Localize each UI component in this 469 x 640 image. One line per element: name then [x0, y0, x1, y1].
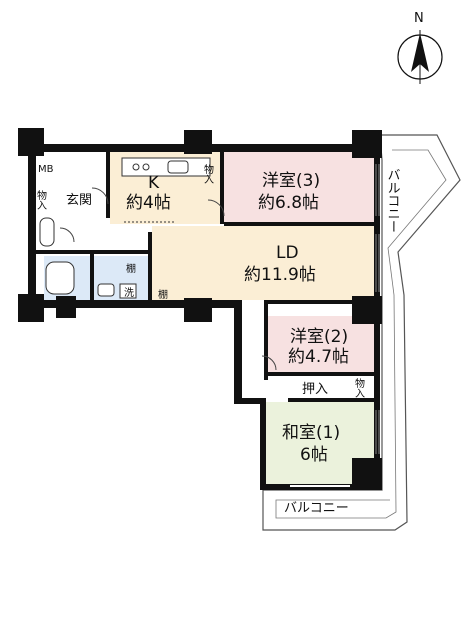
- wall-kitchen-left: [106, 152, 110, 218]
- door-swing-w2: [261, 355, 277, 371]
- door-swing-toilet: [59, 227, 75, 243]
- sink-icon: [167, 160, 189, 174]
- column-bl: [18, 294, 44, 322]
- western2-floor: [266, 316, 378, 372]
- wall-w3-bottom: [224, 222, 374, 226]
- door-swing-w3: [207, 199, 225, 217]
- japanese1-name: 和室(1): [282, 423, 340, 443]
- wall-ld-bottom: [266, 300, 376, 304]
- bathtub-icon: [45, 261, 75, 295]
- kitchen-size: 約4帖: [126, 193, 171, 213]
- shelf-label-bath: 棚: [126, 262, 136, 275]
- japanese1-size: 6帖: [300, 445, 328, 465]
- closet-floor: [290, 376, 348, 400]
- wall-w2-bottom: [264, 372, 376, 376]
- storage-label-w2: 物入: [353, 377, 365, 398]
- ld-name: LD: [276, 243, 299, 263]
- toilet-icon: [39, 217, 55, 247]
- walls: [18, 128, 382, 490]
- shelf-label-ld: 棚: [158, 288, 168, 301]
- stove-burner2-icon: [142, 163, 150, 171]
- wash-label: 洗: [124, 287, 134, 299]
- balcony-outline: [262, 134, 461, 531]
- corridor-floor: [238, 300, 266, 400]
- column-top-mid: [184, 130, 212, 154]
- small-labels: 玄関 MB 物入 物入 物入 棚 棚 洗 押入 バルコニー バルコニー: [35, 163, 401, 516]
- wall-bottom-left: [28, 300, 238, 308]
- windows: [290, 164, 380, 487]
- storage-label-kitchen: 物入: [202, 163, 214, 184]
- north-label: N: [414, 11, 424, 26]
- western3-floor: [224, 152, 378, 224]
- ld-floor: [152, 226, 378, 300]
- column-b-small: [56, 296, 76, 318]
- wall-k-w3: [220, 152, 224, 224]
- ld-size: 約11.9帖: [244, 265, 316, 285]
- room-labels: K 約4帖 洋室(3) 約6.8帖 LD 約11.9帖 洋室(2) 約4.7帖 …: [126, 171, 349, 465]
- wall-japanese-left: [260, 398, 266, 490]
- western3-size: 約6.8帖: [258, 193, 319, 213]
- mb-label: MB: [38, 164, 54, 175]
- fixtures: [39, 157, 277, 371]
- column-tl: [18, 128, 44, 156]
- compass: N: [397, 11, 443, 84]
- western2-name: 洋室(2): [290, 327, 348, 347]
- balcony-label-right: バルコニー: [385, 168, 401, 233]
- balcony-label-bottom: バルコニー: [284, 501, 349, 516]
- kitchen-name: K: [148, 173, 160, 193]
- storage-label-entry: 物入: [35, 189, 47, 210]
- balcony-inner-line: [275, 149, 447, 519]
- column-bottom-mid: [184, 298, 212, 322]
- room-floors: [36, 152, 378, 484]
- entrance-label: 玄関: [66, 193, 92, 208]
- balconies: [262, 134, 461, 531]
- wall-wash-right: [148, 232, 152, 302]
- wall-corridor: [234, 300, 242, 404]
- wall-bath-divider: [90, 254, 94, 302]
- door-swing-entry: [91, 187, 109, 205]
- north-arrow-icon: [411, 33, 429, 72]
- wall-bath-top: [36, 250, 152, 254]
- western3-name: 洋室(3): [262, 171, 320, 191]
- kitchen-counter: [121, 157, 211, 177]
- wall-w2-left: [264, 300, 268, 380]
- column-mr: [352, 296, 382, 324]
- wall-corridor-bottom: [234, 398, 266, 404]
- wall-left: [28, 140, 36, 306]
- column-tr: [352, 130, 382, 158]
- western2-size: 約4.7帖: [288, 347, 349, 367]
- wash-basin-icon: [97, 283, 115, 297]
- washer-box: [119, 283, 137, 299]
- closet-label: 押入: [302, 382, 328, 397]
- wall-closet-bottom: [288, 398, 378, 402]
- column-br: [352, 458, 382, 490]
- stove-burner-icon: [132, 163, 140, 171]
